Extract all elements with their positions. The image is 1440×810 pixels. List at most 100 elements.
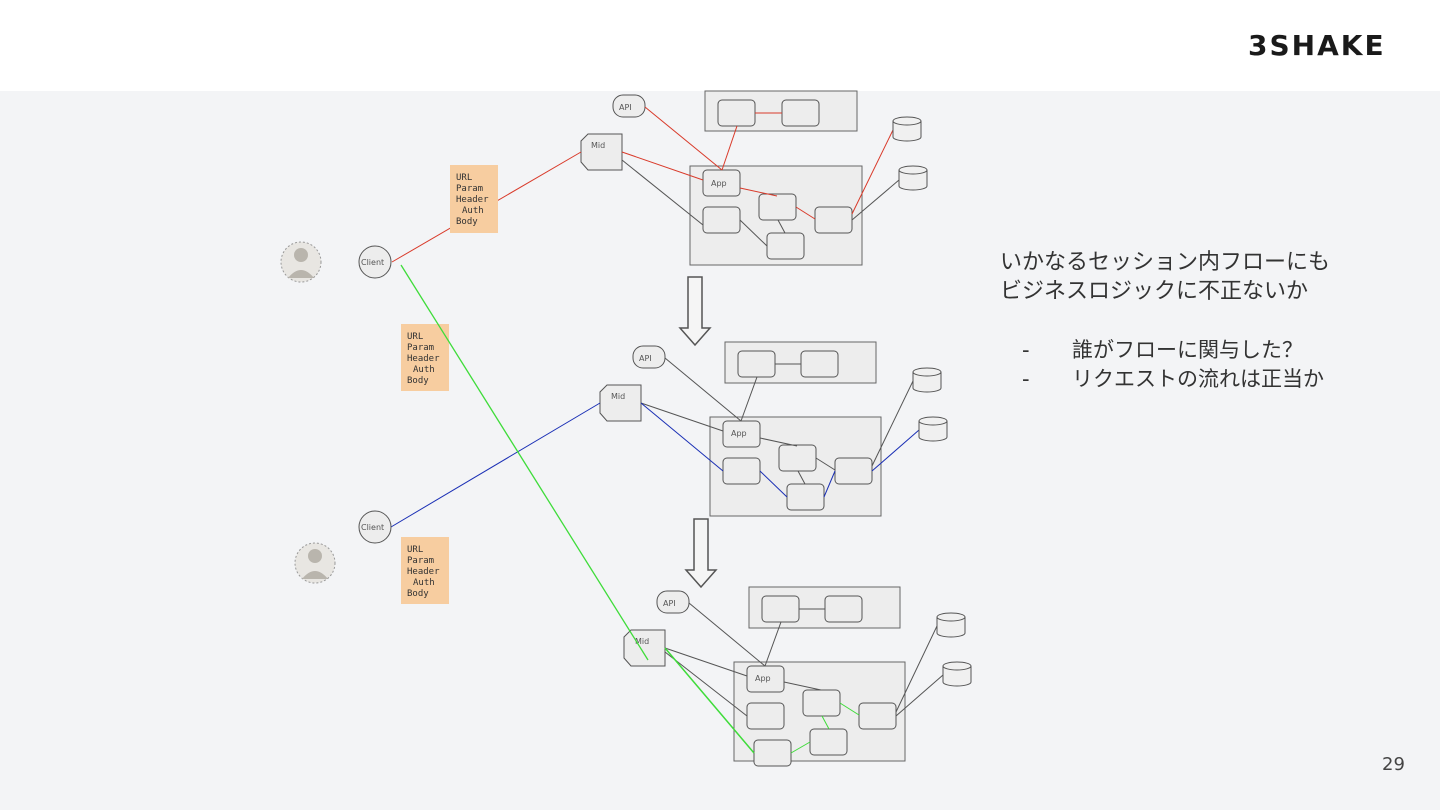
flow-line-red	[795, 206, 816, 220]
flow-line-blue	[640, 402, 724, 472]
database-icon	[936, 612, 966, 638]
slide-header: 3SHAKE	[0, 0, 1440, 91]
connector-line	[688, 602, 766, 667]
note-header: Header	[456, 195, 489, 205]
service-node	[781, 99, 820, 127]
connector-line	[797, 470, 806, 485]
client-label: Client	[361, 523, 384, 532]
flow-line-red	[739, 187, 778, 197]
flow-line-blue	[871, 429, 920, 472]
request-note	[401, 324, 449, 391]
note-url: URL	[407, 332, 423, 342]
database-icon	[898, 165, 928, 191]
app-node	[722, 457, 761, 485]
down-arrow-icon	[684, 518, 718, 589]
bullet-text: リクエストの流れは正当か	[1072, 367, 1324, 391]
connector-line	[664, 651, 748, 717]
flow-line-red	[851, 129, 894, 215]
note-body: Body	[407, 589, 429, 599]
app-node	[702, 206, 741, 234]
bullet-dash: -	[1022, 367, 1030, 391]
connector-line	[664, 647, 748, 677]
connector-line	[851, 179, 900, 221]
connector-line	[895, 674, 944, 717]
service-node	[737, 350, 776, 378]
connector-line	[871, 380, 914, 467]
note-param: Param	[407, 343, 434, 353]
flow-line-green	[664, 647, 755, 754]
app-label: App	[711, 179, 727, 188]
app-node	[814, 206, 853, 234]
flow-line-blue	[823, 470, 836, 498]
connector-line	[640, 402, 724, 432]
api-label: API	[619, 103, 632, 112]
app-node	[766, 232, 805, 260]
database-icon	[942, 661, 972, 687]
connector-line	[815, 457, 836, 471]
client-label: Client	[361, 258, 384, 267]
note-body: Body	[407, 376, 429, 386]
connector-line	[621, 159, 704, 226]
note-header: Header	[407, 567, 440, 577]
note-url: URL	[407, 545, 423, 555]
flow-line-green	[790, 741, 811, 754]
logo-text: 3SHAKE	[1248, 28, 1386, 62]
bullet-dash: -	[1022, 338, 1030, 362]
note-url: URL	[456, 173, 472, 183]
flow-line-blue	[390, 402, 601, 528]
app-label: App	[755, 674, 771, 683]
note-param: Param	[407, 556, 434, 566]
app-node	[778, 444, 817, 472]
mid-node	[599, 384, 642, 422]
app-node	[786, 483, 825, 511]
app-node	[809, 728, 848, 756]
mid-node	[580, 133, 623, 171]
connector-line	[895, 625, 938, 713]
database-icon	[912, 367, 942, 393]
api-node	[656, 590, 690, 614]
app-node	[746, 702, 785, 730]
bullet-item: - リクエストの流れは正当か	[1022, 365, 1324, 394]
user-avatar-icon	[294, 542, 336, 584]
note-auth: Auth	[413, 578, 435, 588]
api-label: API	[663, 599, 676, 608]
connector-line	[739, 219, 768, 247]
service-node	[761, 595, 800, 623]
app-node	[802, 689, 841, 717]
bullet-text: 誰がフローに関与した？	[1072, 338, 1303, 362]
page-number: 29	[1382, 754, 1405, 775]
api-node	[632, 345, 666, 369]
flow-line-green	[821, 715, 830, 730]
service-node	[824, 595, 863, 623]
note-auth: Auth	[413, 365, 435, 375]
database-icon	[892, 116, 922, 142]
connector-line	[740, 376, 758, 422]
app-label: App	[731, 429, 747, 438]
mid-label: Mid	[591, 141, 605, 150]
flow-line-blue	[759, 470, 788, 498]
service-node	[800, 350, 839, 378]
mid-label: Mid	[635, 637, 649, 646]
bullet-item: - 誰がフローに関与した？	[1022, 336, 1324, 365]
service-node	[717, 99, 756, 127]
app-node	[858, 702, 897, 730]
database-icon	[918, 416, 948, 442]
note-param: Param	[456, 184, 483, 194]
headline-line-1: いかなるセッション内フローにも	[1000, 250, 1331, 275]
note-header: Header	[407, 354, 440, 364]
client-node	[358, 245, 392, 279]
request-note	[450, 165, 498, 233]
api-node	[612, 94, 646, 118]
company-logo: 3SHAKE	[1248, 28, 1386, 62]
app-node	[834, 457, 873, 485]
stage-1: App API Mid URL Param	[280, 90, 928, 283]
bullet-list: - 誰がフローに関与した？ - リクエストの流れは正当か	[1022, 336, 1324, 394]
note-body: Body	[456, 217, 478, 227]
flow-line-red	[644, 106, 723, 171]
stage-2: App API Mid URL Param H	[294, 324, 948, 604]
stage-3: App API Mid	[400, 264, 972, 767]
connector-line	[664, 357, 742, 422]
flow-line-red	[621, 151, 704, 181]
flow-line-red	[721, 125, 738, 171]
